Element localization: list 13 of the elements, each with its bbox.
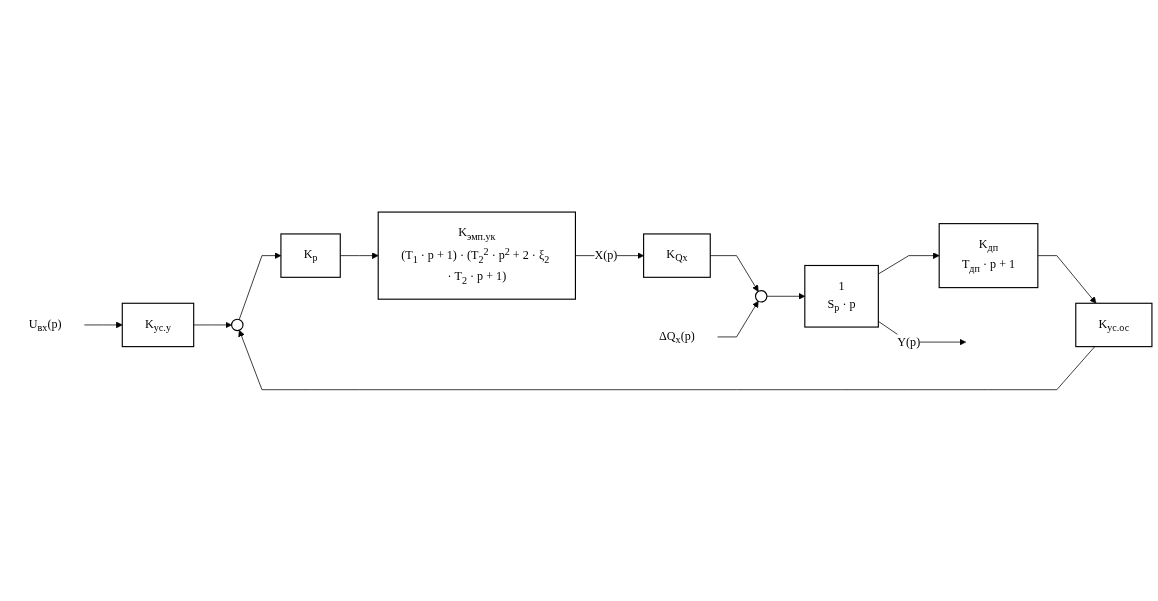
node-box: K$_{эмп.ук}$ (T$_{1}$ · p + 1) · (T$_{2}$$^{2}$ · p$^{2}$ + 2 · ξ$_{2}$ · T$_{2}$ · p + 1)	[377, 211, 576, 300]
edge-label: X(p)	[594, 248, 618, 262]
node-box: K$_{Qx}$	[643, 233, 711, 278]
node-box: 1 S$_{р}$ · p	[804, 264, 879, 328]
node-text: ΔQ$_{x}$(p)	[659, 328, 695, 345]
node-circle	[231, 318, 244, 331]
node-box: K$_{дп}$ T$_{дп}$ · p + 1	[938, 222, 1039, 288]
node-box: K$_{ус.ос}$	[1075, 302, 1153, 347]
node-text: U$_{вх}$(p)	[28, 316, 62, 333]
node-box: K$_{р}$	[280, 233, 341, 278]
node-box: K$_{ус.у}$	[121, 302, 195, 347]
edge-label: Y(p)	[897, 334, 921, 348]
node-circle	[754, 289, 768, 303]
